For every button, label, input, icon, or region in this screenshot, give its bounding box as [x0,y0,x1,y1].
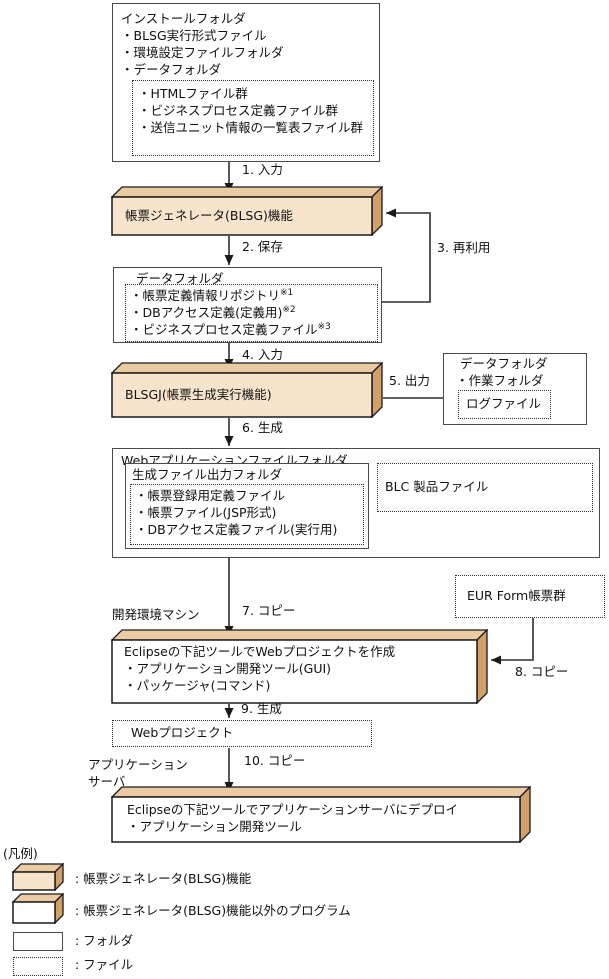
step-label-7: 7. コピー [242,603,296,618]
file-item: ・DBアクセス定義ファイル(実行用) [135,522,338,537]
step-label-3: 3. 再利用 [437,240,491,255]
legend-other-program-sample [11,892,65,925]
blc-product-file-box: BLC 製品ファイル [377,463,593,512]
work-folder-item: ・作業フォルダ [456,373,544,388]
blsg-function-label: 帳票ジェネレータ(BLSG)機能 [125,208,293,223]
data-folder-title: データフォルダ [136,271,224,286]
eur-form-file-box: EUR Form帳票群 [455,575,605,618]
note-ref: ※3 [317,321,331,332]
note-ref: ※1 [280,287,294,298]
step-label-5: 5. 出力 [389,373,430,388]
arrow-step3-reuse-loop [382,208,431,303]
app-server-label: アプリケーション サーバ [88,757,188,789]
file-item: ・DBアクセス定義(定義用)※2 [130,304,296,320]
dev-machine-label: 開発環境マシン [112,607,200,622]
step-label-4: 4. 入力 [242,347,283,362]
file-item: ・HTMLファイル群 [138,86,248,101]
eclipse-create-box: Eclipseの下記ツールでWebプロジェクトを作成 ・アプリケーション開発ツー… [110,628,489,705]
eclipse-create-box-shape [110,628,489,705]
web-project-label: Webプロジェクト [131,725,234,740]
legend-entry-label: : ファイル [75,957,134,972]
eur-form-file-label: EUR Form帳票群 [467,588,566,603]
work-folder-box: データフォルダ ・作業フォルダ ログファイル [443,353,587,425]
blsgj-box: BLSGJ(帳票生成実行機能) [110,361,384,419]
eclipse-create-text: Eclipseの下記ツールでWebプロジェクトを作成 ・アプリケーション開発ツー… [124,643,395,694]
gen-output-folder-box: 生成ファイル出力フォルダ ・帳票登録用定義ファイル ・帳票ファイル(JSP形式)… [125,463,369,549]
legend-title: (凡例) [3,846,38,861]
blsgj-label: BLSGJ(帳票生成実行機能) [125,387,272,402]
file-item: ・帳票登録用定義ファイル [135,488,286,503]
eclipse-create-line: ・アプリケーション開発ツール(GUI) [124,661,332,676]
install-files-box: ・HTMLファイル群 ・ビジネスプロセス定義ファイル群 ・送信ユニット情報の一覧… [132,80,374,156]
log-file-box: ログファイル [458,390,551,419]
web-project-file-box: Webプロジェクト [112,720,372,747]
eclipse-deploy-box: Eclipseの下記ツールでアプリケーションサーバにデプロイ ・アプリケーション… [110,785,532,844]
step-label-10: 10. コピー [244,753,306,768]
blsg-function-box: 帳票ジェネレータ(BLSG)機能 [110,185,384,237]
install-folder-item: ・データフォルダ [121,62,222,77]
legend-blsg-box-sample [11,862,65,892]
step-label-8: 8. コピー [515,664,569,679]
eclipse-deploy-line: ・アプリケーション開発ツール [127,819,302,834]
install-folder-item: ・環境設定ファイルフォルダ [121,45,284,60]
eclipse-create-line: ・パッケージャ(コマンド) [124,678,271,693]
eclipse-deploy-line: Eclipseの下記ツールでアプリケーションサーバにデプロイ [127,802,458,817]
file-item: ・ビジネスプロセス定義ファイル群 [138,103,339,118]
eclipse-deploy-text: Eclipseの下記ツールでアプリケーションサーバにデプロイ ・アプリケーション… [127,801,458,835]
log-file-label: ログファイル [466,396,542,411]
webapp-folder-box: Webアプリケーションファイルフォルダ 生成ファイル出力フォルダ ・帳票登録用定… [112,448,600,558]
blc-product-file-label: BLC 製品ファイル [385,479,489,494]
arrow-step8 [491,618,534,665]
blsgj-box-shape [110,361,384,419]
note-ref: ※2 [282,304,296,315]
legend-entry-label: : フォルダ [75,933,134,948]
file-item: ・帳票ファイル(JSP形式) [135,505,277,520]
legend-file-sample [13,957,63,976]
data-files-box: ・帳票定義情報リポジトリ※1 ・DBアクセス定義(定義用)※2 ・ビジネスプロセ… [125,284,378,342]
gen-files-box: ・帳票登録用定義ファイル ・帳票ファイル(JSP形式) ・DBアクセス定義ファイ… [130,484,364,545]
gen-output-folder-title: 生成ファイル出力フォルダ [132,467,283,482]
step-label-6: 6. 生成 [242,420,283,435]
legend-entry-label: : 帳票ジェネレータ(BLSG)機能以外のプログラム [75,903,351,918]
legend-other-program-shape [11,892,65,925]
work-folder-title: データフォルダ [460,356,548,371]
install-folder-box: インストールフォルダ ・BLSG実行形式ファイル ・環境設定ファイルフォルダ ・… [112,3,380,162]
file-item: ・帳票定義情報リポジトリ※1 [130,287,294,303]
legend-folder-sample [13,932,63,951]
eclipse-deploy-box-shape [110,785,532,844]
legend-blsg-box-shape [11,862,65,892]
step-label-1: 1. 入力 [242,162,283,177]
install-folder-item: ・BLSG実行形式ファイル [121,28,267,43]
eclipse-create-line: Eclipseの下記ツールでWebプロジェクトを作成 [124,644,396,659]
file-item: ・送信ユニット情報の一覧表ファイル群 [138,120,364,135]
step-label-9: 9. 生成 [241,701,282,716]
blsg-function-box-shape [110,185,384,237]
legend-entry-label: : 帳票ジェネレータ(BLSG)機能 [75,871,252,886]
data-folder-box: データフォルダ ・帳票定義情報リポジトリ※1 ・DBアクセス定義(定義用)※2 … [113,267,382,343]
install-folder-title: インストールフォルダ [121,11,246,26]
file-item: ・ビジネスプロセス定義ファイル※3 [130,321,331,337]
step-label-2: 2. 保存 [242,239,283,254]
